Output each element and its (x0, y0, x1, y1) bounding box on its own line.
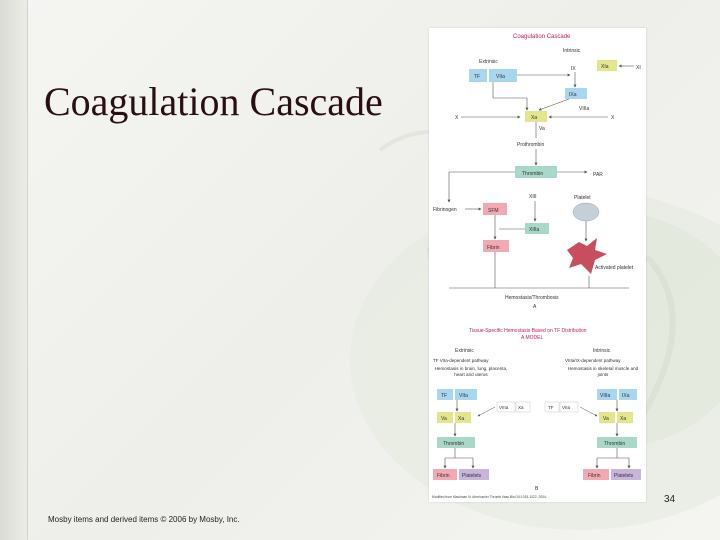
left-xa-label: Xa (458, 416, 464, 422)
mid-left-b-box (515, 401, 531, 413)
ixa-box (565, 88, 587, 99)
panel-b-letter: B (535, 486, 539, 492)
right-xa-label: Xa (620, 416, 626, 422)
right-va-box (599, 412, 615, 423)
mid-right-a-box (544, 401, 560, 413)
xiii-label: XIII (529, 194, 537, 200)
viia-box (489, 69, 517, 82)
platelet-label: Platelet (574, 195, 591, 201)
fibrin-label: Fibrin (487, 245, 500, 251)
slide-title: Coagulation Cascade (44, 79, 383, 124)
ixa-to-xa-arrow (538, 98, 570, 111)
left-viia-box (455, 389, 477, 400)
left-pathway: TF VIIa-dependent pathway (433, 358, 489, 363)
mid-left-a-label: VIIIa (499, 405, 509, 410)
copyright-footer: Mosby items and derived items © 2006 by … (48, 515, 240, 524)
xa-label: Xa (531, 115, 537, 121)
thrombin-label: Thrombin (522, 171, 543, 177)
panel-a-letter: A (533, 304, 537, 310)
sfm-box (483, 203, 507, 215)
viia-label: VIIa (496, 74, 505, 80)
mid-right-to-right-arrow (579, 406, 598, 417)
right-viiia-box (597, 389, 617, 400)
factor-xi-label: XI (636, 65, 641, 71)
mid-right-b-box (559, 401, 579, 413)
panel-a-intrinsic-label: Intrinsic (563, 48, 581, 54)
xiiia-box (525, 223, 549, 234)
factor-ix-label: IX (571, 66, 576, 72)
xa-box (525, 111, 547, 122)
left-platelets-box (459, 469, 489, 480)
factor-x-right-label: X (611, 115, 615, 121)
right-xa-box (617, 412, 633, 423)
left-thrombin-box (437, 437, 475, 448)
outcome-label: Hemostasis/Thrombosis (505, 295, 559, 301)
ixa-label: IXa (569, 92, 577, 98)
factor-xia-label: XIa (601, 64, 609, 70)
right-va-label: Va (603, 416, 609, 422)
fibrinogen-label: Fibrinogen (433, 207, 457, 213)
right-platelets-label: Platelets (614, 473, 634, 479)
left-xa-box (455, 412, 471, 423)
right-note: Hemostasis in skeletal muscle and joints (567, 366, 639, 377)
left-va-label: Va (441, 416, 447, 422)
xiiia-label: XIIIa (529, 227, 540, 233)
left-tf-label: TF (441, 393, 447, 399)
right-pathway: VIIIa/IX-dependent pathway (565, 358, 621, 363)
right-fibrin-label: Fibrin (588, 473, 601, 479)
right-platelets-box (611, 469, 641, 480)
activated-platelet-label: Activated platelet (595, 265, 634, 271)
fibrin-box (483, 240, 509, 252)
mid-left-to-left-arrow (477, 406, 496, 417)
activated-platelet-shape (567, 238, 607, 274)
right-ixa-box (619, 389, 637, 400)
left-note: Hemostasis in brain, lung, placenta, hea… (434, 366, 508, 377)
figure-citation: Modified from Mackman N: Arterioscler Th… (432, 495, 547, 499)
tf-label: TF (474, 74, 480, 80)
left-viia-label: VIIa (459, 393, 468, 399)
right-heading: Intrinsic (593, 348, 611, 354)
left-heading: Extrinsic (455, 348, 474, 354)
prothrombin-label: Prothrombin (517, 142, 544, 148)
left-platelets-label: Platelets (462, 473, 482, 479)
mid-right-a-label: TF (548, 405, 554, 410)
mid-left-a-box (496, 401, 516, 413)
page-number: 34 (664, 494, 676, 505)
right-fibrin-box (583, 469, 609, 480)
left-thrombin-label: Thrombin (443, 441, 464, 447)
left-fibrin-label: Fibrin (437, 473, 450, 479)
right-ixa-label: IXa (622, 393, 630, 399)
right-thrombin-box (597, 437, 637, 448)
thrombin-box (515, 166, 557, 178)
tf-box (469, 69, 487, 82)
coagulation-figure: Coagulation Cascade Intrinsic Extrinsic … (429, 28, 646, 502)
viiia-label: VIIIa (579, 106, 590, 112)
par-label: PAR (593, 172, 603, 178)
panel-b-subtitle: A MODEL (521, 335, 543, 341)
sfm-label: SFM (488, 208, 499, 214)
va-label: Va (539, 126, 545, 132)
left-border-strip (0, 0, 28, 540)
mid-right-b-label: VIIa (562, 405, 571, 410)
panel-a-title: Coagulation Cascade (513, 34, 571, 40)
factor-xia-box (597, 60, 617, 71)
platelet-shape (572, 202, 600, 222)
right-thrombin-label: Thrombin (604, 441, 625, 447)
left-va-box (437, 412, 453, 423)
left-tf-box (437, 389, 453, 400)
left-fibrin-box (433, 469, 457, 480)
panel-b-title: Tissue-Specific Hemostasis Based on TF D… (469, 328, 587, 334)
right-viiia-label: VIIIa (600, 393, 611, 399)
factor-x-left-label: X (455, 115, 459, 121)
panel-a-extrinsic-label: Extrinsic (479, 59, 498, 65)
mid-left-b-label: Xa (518, 405, 524, 410)
